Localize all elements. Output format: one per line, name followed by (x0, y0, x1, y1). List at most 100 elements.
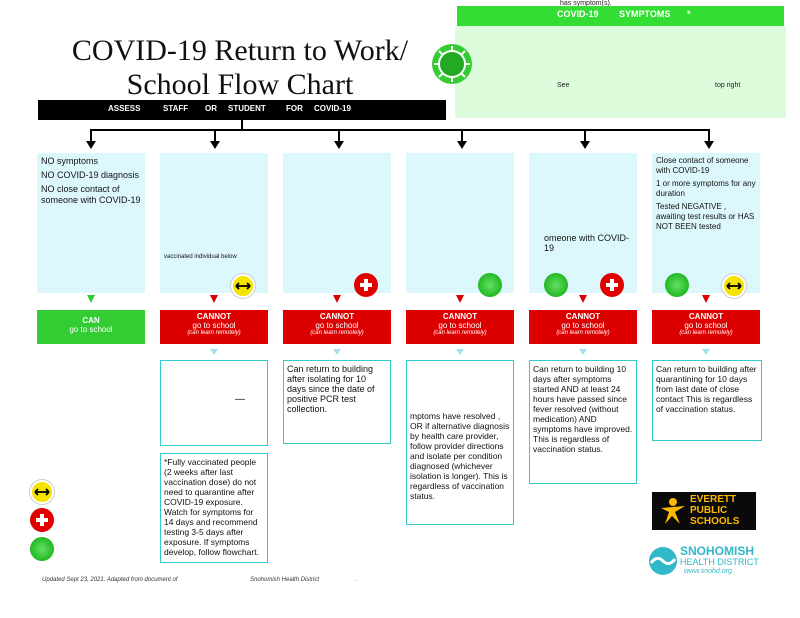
snohomish-logo: SNOHOMISH HEALTH DISTRICT www.snohd.org (648, 544, 768, 580)
footer-updated: Updated Sept 23, 2021. Adapted from docu… (42, 577, 178, 583)
vaccination-note: *Fully vaccinated people (2 weeks after … (164, 457, 259, 557)
legend-virus-icon (30, 537, 54, 561)
assess-word-3: OR (205, 104, 217, 113)
everett-logo-line-1: EVERETT (690, 494, 737, 505)
condition-box-1: NO symptoms NO COVID-19 diagnosis NO clo… (37, 153, 145, 293)
verdict-cannot: CANNOT go to school (can learn remotely) (160, 310, 268, 344)
connector-drop-3 (338, 129, 340, 142)
symptoms-bar-symptoms: SYMPTOMS (619, 9, 671, 19)
arrow-down-icon (333, 349, 341, 355)
verdict-line-3: (can learn remotely) (556, 330, 610, 336)
virus-icon (478, 273, 502, 297)
condition-item: Close contact of someone with COVID-19 (656, 156, 749, 175)
verdict-can: CAN go to school (37, 310, 145, 344)
arrow-down-icon (702, 295, 710, 303)
virus-icon (544, 273, 568, 297)
outcome-text: Can return to building 10 days after sym… (533, 364, 633, 454)
arrow-down-icon (456, 349, 464, 355)
verdict-line-2: go to school (69, 325, 113, 334)
symptoms-bar-covid: COVID-19 (557, 9, 599, 19)
plus-icon (600, 273, 624, 297)
condition-item: 1 or more symptoms for any duration (656, 179, 756, 198)
snohomish-logo-line-1: SNOHOMISH (680, 544, 755, 558)
outcome-text: mptoms have resolved , OR if alternative… (410, 411, 510, 501)
condition-item: NO close contact of someone with COVID-1… (41, 184, 141, 205)
footer-dot: . (355, 577, 357, 583)
arrowhead-5 (580, 141, 590, 149)
verdict-line-1: CANNOT (319, 312, 355, 321)
assess-word-4: STUDENT (228, 104, 266, 113)
connector-drop-6 (708, 129, 710, 142)
verdict-line-3: (can learn remotely) (310, 330, 364, 336)
condition-list-6: Close contact of someone with COVID-19 1… (652, 153, 760, 238)
arrowhead-4 (457, 141, 467, 149)
condition-item: NO symptoms (41, 156, 99, 166)
condition-item: NO COVID-19 diagnosis (41, 170, 140, 180)
verdict-cannot: CANNOT go to school (can learn remotely) (652, 310, 760, 344)
legend-double-arrow-icon (30, 480, 54, 504)
verdict-cannot: CANNOT go to school (can learn remotely) (406, 310, 514, 344)
condition-box-4 (406, 153, 514, 293)
virus-icon (665, 273, 689, 297)
verdict-line-3: (can learn remotely) (187, 330, 241, 336)
condition-item: Tested NEGATIVE , awaiting test results … (656, 202, 755, 231)
double-arrow-icon (722, 274, 746, 298)
virus-icon (430, 42, 474, 86)
verdict-line-1: CANNOT (196, 312, 232, 321)
assess-word-2: STAFF (163, 104, 189, 113)
everett-logo-line-3: SCHOOLS (690, 516, 740, 527)
outcome-box-4: mptoms have resolved , OR if alternative… (406, 360, 514, 525)
outcome-text: Can return to building after isolating f… (287, 364, 375, 414)
legend-plus-icon (30, 508, 54, 532)
symptoms-bar: COVID-19 SYMPTOMS * (457, 6, 784, 26)
verdict-line-2: go to school (561, 321, 605, 330)
snohomish-logo-line-2: HEALTH DISTRICT (680, 557, 759, 567)
verdict-line-2: go to school (438, 321, 482, 330)
verdict-line-3: (can learn remotely) (433, 330, 487, 336)
verdict-line-2: go to school (192, 321, 236, 330)
symptoms-panel: See top right (455, 26, 786, 118)
everett-logo: EVERETT PUBLIC SCHOOLS (652, 492, 756, 530)
arrow-down-icon (579, 295, 587, 303)
connector-drop-2 (214, 129, 216, 142)
condition-box-3 (283, 153, 391, 293)
condition-box-6: Close contact of someone with COVID-19 1… (652, 153, 760, 293)
verdict-line-1: CANNOT (565, 312, 601, 321)
arrowhead-1 (86, 141, 96, 149)
page-title: COVID-19 Return to Work/ School Flow Cha… (40, 34, 440, 102)
everett-logo-line-2: PUBLIC (690, 505, 728, 516)
connector-drop-4 (461, 129, 463, 142)
assess-word-6: COVID-19 (314, 104, 351, 113)
arrow-down-icon (702, 349, 710, 355)
verdict-line-2: go to school (315, 321, 359, 330)
footer-source: Snohomish Health District (250, 577, 320, 583)
arrow-down-icon (87, 295, 95, 303)
verdict-line-2: go to school (684, 321, 728, 330)
verdict-cannot: CANNOT go to school (can learn remotely) (283, 310, 391, 344)
arrow-down-icon (333, 295, 341, 303)
verdict-line-3: (can learn remotely) (679, 330, 733, 336)
arrowhead-6 (704, 141, 714, 149)
arrow-down-icon (210, 295, 218, 303)
verdict-cannot: CANNOT go to school (can learn remotely) (529, 310, 637, 344)
title-line-2: School Flow Chart (126, 68, 354, 101)
top-panel-fragment: has symptom(s). (560, 0, 612, 7)
wave-icon (649, 547, 677, 575)
arrow-down-icon (456, 295, 464, 303)
everett-logo-text: EVERETT PUBLIC SCHOOLS (690, 494, 739, 527)
outcome-box-3: Can return to building after isolating f… (283, 360, 391, 444)
connector-drop-1 (90, 129, 92, 142)
condition-item: omeone with COVID-19 (544, 233, 630, 253)
assess-word-5: FOR (286, 104, 303, 113)
connector-bar (91, 129, 710, 131)
arrowhead-2 (210, 141, 220, 149)
outcome-text: — (235, 394, 245, 405)
assess-word-1: ASSESS (108, 104, 141, 113)
plus-icon (354, 273, 378, 297)
top-right-label: top right (715, 82, 741, 89)
snohomish-logo-line-3: www.snohd.org (684, 568, 732, 575)
arrow-down-icon (210, 349, 218, 355)
verdict-line-1: CAN (82, 316, 100, 325)
condition-box-5: omeone with COVID-19 (529, 153, 637, 293)
outcome-text: Can return to building after quarantinin… (656, 364, 757, 414)
